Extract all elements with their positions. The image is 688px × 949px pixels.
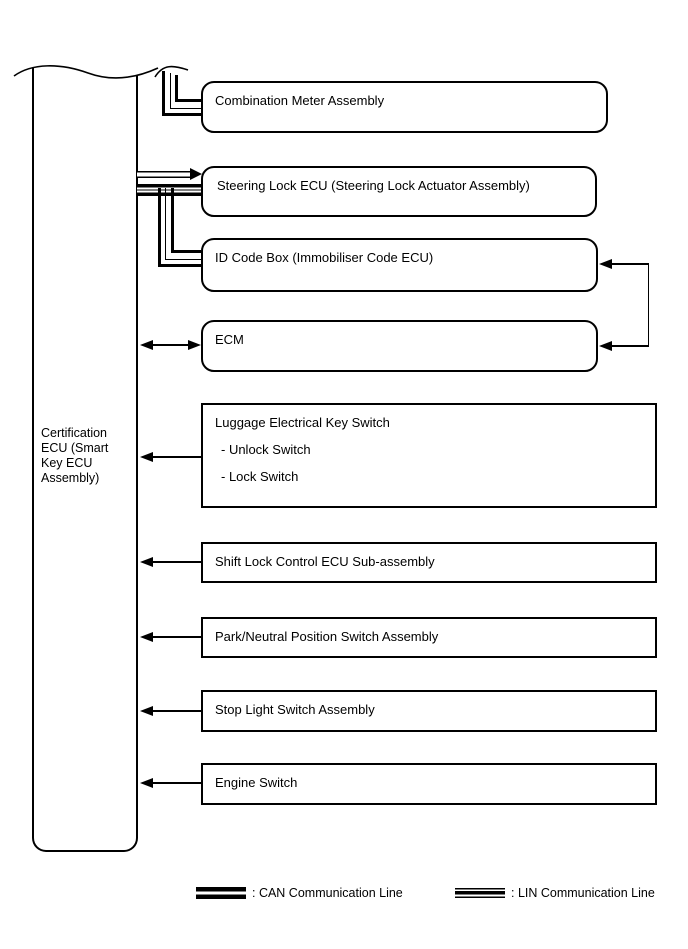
node-steering-lock-ecu-label: Steering Lock ECU (Steering Lock Actuato… [217, 178, 530, 193]
node-combination-meter-assembly-label: Combination Meter Assembly [215, 93, 385, 108]
luggage-item-unlock-switch: - Unlock Switch [221, 442, 311, 457]
engine-switch-arrowhead [140, 777, 153, 788]
node-luggage-electrical-key-switch-label: Luggage Electrical Key Switch [215, 415, 390, 430]
node-shift-lock-control-ecu-label: Shift Lock Control ECU Sub-assembly [215, 554, 435, 569]
node-id-code-box: ID Code Box (Immobiliser Code ECU) [201, 238, 598, 292]
node-combination-meter-assembly: Combination Meter Assembly [201, 81, 608, 133]
ecm-link-arrowhead [599, 340, 612, 351]
node-certification-ecu [32, 68, 138, 852]
idcode-ecm-link-bottom [611, 345, 649, 347]
lin-line-steering [137, 171, 190, 178]
lin-arrowhead-steering [189, 168, 202, 180]
node-shift-lock-control-ecu: Shift Lock Control ECU Sub-assembly [201, 542, 657, 583]
node-park-neutral-position-switch-label: Park/Neutral Position Switch Assembly [215, 629, 439, 644]
can-line-elbow-top-outer [162, 71, 201, 116]
ecm-arrowhead-left [140, 339, 153, 350]
node-certification-ecu-label: Certification ECU (Smart Key ECU Assembl… [41, 426, 109, 485]
ecm-arrowhead-right [188, 339, 201, 350]
luggage-arrowhead [140, 451, 153, 462]
node-park-neutral-position-switch: Park/Neutral Position Switch Assembly [201, 617, 657, 658]
idcode-ecm-link-top [611, 263, 649, 265]
ecm-arrow-line [151, 344, 190, 346]
park-neutral-arrow-line [151, 636, 201, 638]
engine-switch-arrow-line [151, 782, 201, 784]
idcode-ecm-link-vertical [647, 263, 649, 348]
legend-can-line-swatch [196, 887, 246, 899]
node-luggage-electrical-key-switch: Luggage Electrical Key Switch - Unlock S… [201, 403, 657, 508]
can-line-elbow-top-inner [175, 75, 201, 102]
node-stop-light-switch-label: Stop Light Switch Assembly [215, 702, 375, 717]
legend-lin-label: : LIN Communication Line [511, 886, 655, 900]
node-ecm-label: ECM [215, 332, 244, 347]
luggage-item-lock-switch: - Lock Switch [221, 469, 299, 484]
node-stop-light-switch: Stop Light Switch Assembly [201, 690, 657, 732]
node-id-code-box-label: ID Code Box (Immobiliser Code ECU) [215, 250, 434, 265]
node-steering-lock-ecu: Steering Lock ECU (Steering Lock Actuato… [201, 166, 597, 217]
node-engine-switch: Engine Switch [201, 763, 657, 805]
node-engine-switch-label: Engine Switch [215, 775, 298, 790]
park-neutral-arrowhead [140, 631, 153, 642]
can-line-elbow-id-middle [164, 188, 201, 260]
shift-lock-arrow-line [151, 561, 201, 563]
stop-light-arrowhead [140, 705, 153, 716]
legend-lin-line-swatch [455, 888, 505, 898]
luggage-arrow-line [151, 456, 201, 458]
can-line-elbow-id-outer [158, 188, 201, 267]
legend-can-label: : CAN Communication Line [252, 886, 403, 900]
can-line-elbow-id-inner [170, 188, 201, 253]
idcode-link-arrowhead [599, 258, 612, 269]
bar-top-patch [135, 64, 142, 75]
can-line-trunk [137, 184, 201, 196]
shift-lock-arrowhead [140, 556, 153, 567]
stop-light-arrow-line [151, 710, 201, 712]
node-ecm: ECM [201, 320, 598, 372]
can-line-elbow-top-middle [169, 73, 201, 109]
